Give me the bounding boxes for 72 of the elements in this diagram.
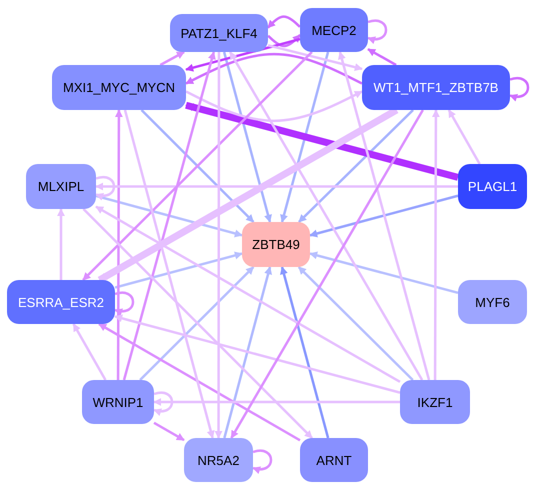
gene-label: MYF6: [475, 294, 510, 310]
arrow: [266, 15, 301, 29]
gene-label: IKZF1: [417, 394, 453, 410]
gene-node: [242, 222, 310, 267]
arrow: [280, 52, 330, 223]
gene-node: [82, 380, 154, 424]
arrow: [222, 52, 272, 223]
arrow: [140, 109, 254, 223]
arrow: [298, 266, 414, 381]
gene-label: MLXIPL: [38, 179, 84, 194]
arrow: [124, 110, 215, 439]
gene-label: MECP2: [312, 22, 356, 38]
arrow: [230, 109, 424, 439]
arrow: [223, 266, 272, 438]
gene-node: [7, 280, 115, 324]
gene-node: [300, 438, 368, 482]
gene-label: WRNIP1: [92, 394, 144, 410]
arrow: [185, 90, 363, 122]
arrow: [338, 51, 430, 380]
arrow: [298, 109, 414, 223]
gene-label: PLAGL1: [468, 179, 518, 194]
arrow: [185, 52, 363, 85]
arrow: [95, 206, 401, 383]
arrow: [114, 109, 123, 380]
gene-node: [458, 164, 527, 209]
arrow: [309, 194, 458, 238]
arrow: [122, 51, 216, 380]
self-loop-arrow: [367, 20, 388, 44]
arrow: [82, 51, 313, 281]
arrow: [280, 266, 330, 438]
gene-node: [300, 8, 368, 52]
gene-node: [52, 65, 186, 110]
arrow: [229, 51, 424, 381]
gene-label: ARNT: [316, 452, 352, 468]
arrow: [153, 398, 400, 406]
gene-label: WT1_MTF1_ZBTB7B: [374, 80, 498, 95]
gene-label: MXI1_MYC_MYCN: [63, 80, 175, 95]
arrow: [114, 252, 243, 289]
gene-label: ZBTB49: [252, 237, 300, 252]
arrow: [448, 109, 481, 165]
gene-node: [458, 280, 527, 324]
gene-node: [400, 380, 470, 424]
arrow: [367, 48, 397, 66]
arrow: [153, 422, 185, 442]
arrow: [57, 208, 65, 280]
arrow: [82, 208, 313, 439]
arrow: [96, 194, 243, 238]
arrow: [72, 323, 107, 381]
arrow: [95, 182, 458, 190]
self-loop-arrow: [509, 77, 530, 101]
arrow: [185, 102, 459, 181]
self-loop-arrow: [153, 392, 174, 416]
arrow: [214, 52, 223, 439]
arrow: [185, 38, 300, 72]
arrow: [114, 314, 400, 394]
gene-node: [26, 164, 96, 209]
self-loop-arrow: [114, 292, 134, 316]
arrow: [268, 44, 363, 72]
arrow: [267, 34, 302, 48]
gene-node: [170, 14, 268, 52]
gene-node: [184, 438, 253, 482]
self-loop-arrow: [95, 176, 116, 200]
arrow: [98, 322, 301, 442]
gene-node: [362, 65, 510, 110]
self-loop-arrow: [252, 450, 272, 474]
gene-label: NR5A2: [198, 452, 240, 468]
arrow: [432, 109, 440, 380]
arrow: [309, 252, 458, 294]
gene-label: ESRRA_ESR2: [18, 294, 104, 310]
arrow: [139, 266, 254, 381]
gene-label: PATZ1_KLF4: [180, 26, 258, 40]
arrow: [160, 50, 185, 66]
